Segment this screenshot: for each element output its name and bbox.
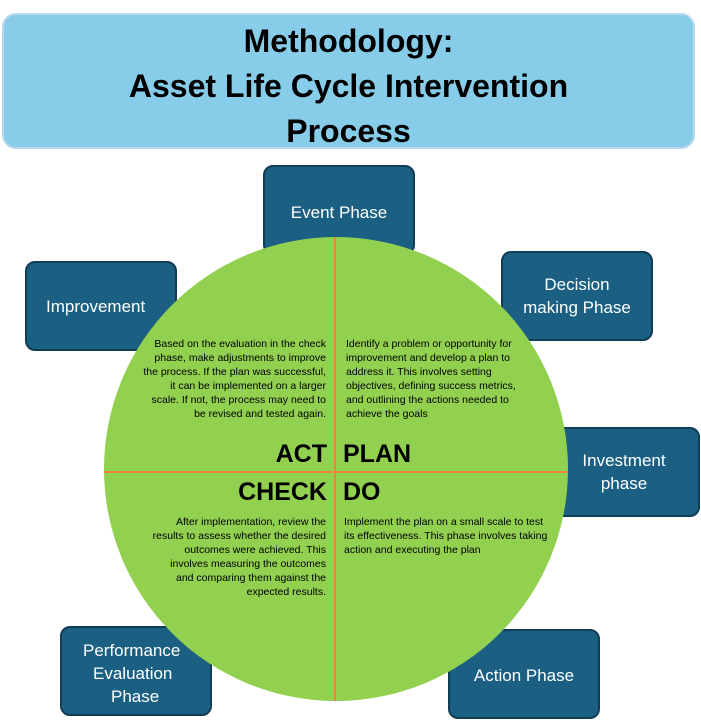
decision-phase-label-1: Decision (544, 275, 610, 294)
horizontal-divider (104, 471, 568, 473)
title-line-3: Process (286, 113, 411, 149)
decision-phase-box: Decision making Phase (501, 251, 653, 341)
act-description: Based on the evaluation in the check pha… (143, 338, 326, 420)
improvement-phase-label: Improvement (46, 296, 146, 316)
event-phase-label: Event Phase (290, 203, 388, 222)
performance-phase-label-2: Evaluation (93, 664, 173, 683)
decision-phase-label-2: making Phase (523, 298, 631, 317)
investment-phase-label-1: Investment (582, 451, 666, 470)
title-line-1: Methodology: (243, 23, 454, 59)
performance-phase-label-3: Phase (111, 687, 160, 706)
plan-label: PLAN (343, 440, 412, 468)
action-phase-label: Action Phase (473, 665, 575, 685)
performance-phase-box: Performance Evaluation Phase (60, 626, 212, 716)
check-description: After implementation, review the results… (152, 516, 326, 598)
do-label: DO (343, 478, 381, 506)
check-label: CHECK (238, 478, 327, 506)
investment-phase-box: Investment phase (546, 427, 700, 517)
title-banner: Methodology: Asset Life Cycle Interventi… (2, 13, 695, 149)
plan-description: Identify a problem or opportunity for im… (346, 338, 516, 420)
act-label: ACT (275, 440, 327, 468)
do-description: Implement the plan on a small scale to t… (344, 516, 548, 556)
pdca-circle (104, 237, 568, 701)
title-line-2: Asset Life Cycle Intervention (128, 68, 569, 104)
vertical-divider (334, 237, 336, 701)
performance-phase-label-1: Performance (83, 641, 181, 660)
investment-phase-label-2: phase (600, 474, 648, 493)
